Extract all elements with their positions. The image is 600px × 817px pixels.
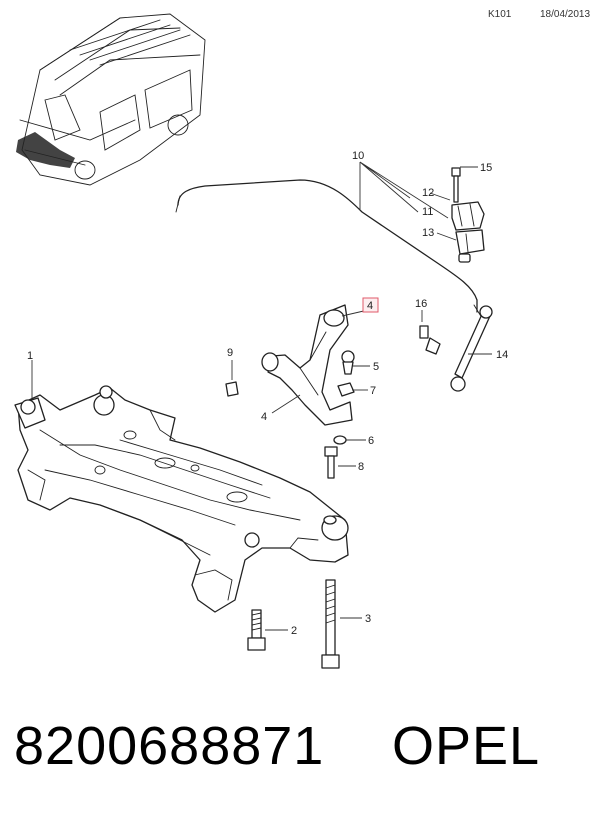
arm-bolt (324, 446, 338, 479)
callout-14: 14 (496, 349, 508, 361)
van-thumbnail (16, 13, 206, 186)
highlight-box (362, 297, 379, 313)
callout-16: 16 (415, 298, 427, 310)
callout-8: 8 (358, 461, 364, 473)
leader-lines (31, 161, 492, 631)
arm-washer (333, 435, 347, 445)
subframe-bolt-short (247, 609, 266, 651)
callout-5: 5 (373, 361, 379, 373)
bushing-nut (458, 253, 471, 263)
callout-4: 4 (261, 411, 267, 423)
brand-name: OPEL (392, 716, 541, 776)
ball-joint-nut (337, 382, 355, 397)
subframe (14, 385, 349, 613)
callout-3: 3 (365, 613, 371, 625)
exploded-parts-diagram: 1 2 3 4 4 5 6 7 8 9 10 11 12 13 14 15 16 (14, 13, 508, 669)
callout-7: 7 (370, 385, 376, 397)
callout-12: 12 (422, 187, 434, 199)
diagram-code: K101 (488, 9, 512, 20)
callout-15: 15 (480, 162, 492, 174)
callout-9: 9 (227, 347, 233, 359)
callout-11: 11 (422, 206, 433, 218)
stabilizer-bushing (455, 229, 485, 255)
callout-6: 6 (368, 435, 374, 447)
diagram-date: 18/04/2013 (540, 9, 591, 20)
bushing-nut-small (225, 381, 239, 397)
callout-4-highlighted: 4 (367, 300, 373, 312)
callout-10: 10 (352, 150, 364, 162)
callout-2: 2 (291, 625, 297, 637)
callout-13: 13 (422, 227, 434, 239)
part-number: 8200688871 (14, 716, 325, 776)
callout-1: 1 (27, 350, 33, 362)
stabilizer-bracket (451, 201, 485, 231)
subframe-bolt-long (321, 579, 340, 669)
stabilizer-link (419, 305, 493, 392)
stabilizer-bar (175, 179, 483, 319)
control-arm (261, 304, 353, 426)
bracket-bolt (451, 167, 461, 203)
ball-joint (341, 350, 355, 375)
